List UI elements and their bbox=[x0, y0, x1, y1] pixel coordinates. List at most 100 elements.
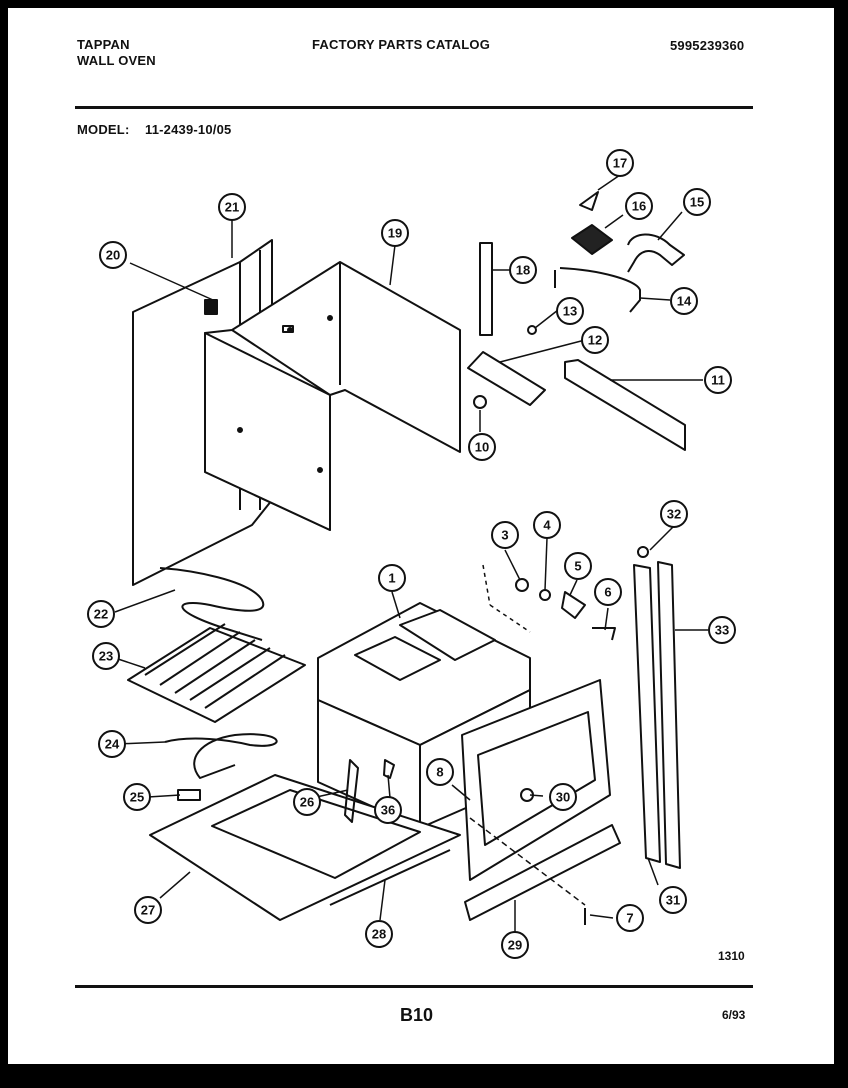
callout-number: 4 bbox=[543, 518, 551, 533]
gas-supply-tube bbox=[554, 267, 641, 313]
callout-11: 11 bbox=[704, 366, 732, 394]
callout-8: 8 bbox=[426, 758, 454, 786]
callout-circle bbox=[616, 904, 644, 932]
callout-circle bbox=[533, 511, 561, 539]
callout-circle bbox=[218, 193, 246, 221]
callout-number: 33 bbox=[715, 623, 729, 638]
callout-number: 22 bbox=[94, 607, 108, 622]
screw bbox=[527, 325, 537, 335]
callout-number: 3 bbox=[501, 528, 508, 543]
callout-number: 5 bbox=[574, 559, 581, 574]
callout-19: 19 bbox=[381, 219, 409, 247]
callout-circle bbox=[659, 886, 687, 914]
callout-number: 11 bbox=[711, 373, 725, 388]
callout-32: 32 bbox=[660, 500, 688, 528]
inner-liner-box bbox=[204, 261, 461, 531]
callout-number: 12 bbox=[588, 333, 602, 348]
callout-number: 23 bbox=[99, 649, 113, 664]
elbow-tube bbox=[627, 233, 685, 273]
callout-14: 14 bbox=[670, 287, 698, 315]
callout-13: 13 bbox=[556, 297, 584, 325]
callout-number: 28 bbox=[372, 927, 386, 942]
callout-1: 1 bbox=[378, 564, 406, 592]
catalog-number: 5995239360 bbox=[670, 38, 745, 53]
callout-circle bbox=[98, 730, 126, 758]
callout-25: 25 bbox=[123, 783, 151, 811]
model-number: 11-2439-10/05 bbox=[145, 122, 232, 137]
side-trim-right bbox=[657, 561, 681, 869]
callout-circle bbox=[708, 616, 736, 644]
callout-36: 36 bbox=[374, 796, 402, 824]
callout-circle bbox=[625, 192, 653, 220]
issue-date: 6/93 bbox=[722, 1008, 746, 1022]
callout-number: 6 bbox=[604, 585, 611, 600]
callout-number: 27 bbox=[141, 903, 155, 918]
callout-circle bbox=[556, 297, 584, 325]
callout-number: 16 bbox=[632, 199, 646, 214]
thermostat-5 bbox=[561, 591, 586, 619]
hinge-bracket bbox=[344, 759, 359, 823]
callout-circle bbox=[134, 896, 162, 924]
callout-6: 6 bbox=[594, 578, 622, 606]
callout-31: 31 bbox=[659, 886, 687, 914]
callout-number: 19 bbox=[388, 226, 402, 241]
callout-number: 14 bbox=[677, 294, 692, 309]
broil-element bbox=[159, 567, 265, 641]
callout-circle bbox=[99, 241, 127, 269]
callout-21: 21 bbox=[218, 193, 246, 221]
callout-number: 29 bbox=[508, 938, 522, 953]
burner-screen bbox=[571, 224, 613, 255]
burner-assembly bbox=[467, 351, 546, 406]
callout-16: 16 bbox=[625, 192, 653, 220]
model-label: MODEL: bbox=[77, 122, 130, 137]
product-name: WALL OVEN bbox=[77, 53, 156, 68]
callout-circle bbox=[491, 521, 519, 549]
callout-23: 23 bbox=[92, 642, 120, 670]
callout-10: 10 bbox=[468, 433, 496, 461]
callout-circle bbox=[365, 920, 393, 948]
callout-circle bbox=[549, 783, 577, 811]
callout-number: 18 bbox=[516, 263, 530, 278]
header-rule bbox=[75, 106, 753, 109]
side-trim-left bbox=[633, 564, 661, 863]
bracket-6 bbox=[592, 627, 616, 641]
orifice-nut bbox=[473, 395, 487, 409]
callout-circle bbox=[123, 783, 151, 811]
figure-code: 1310 bbox=[718, 949, 745, 963]
callout-30: 30 bbox=[549, 783, 577, 811]
callout-5: 5 bbox=[564, 552, 592, 580]
spring-clip bbox=[579, 191, 599, 211]
callout-26: 26 bbox=[293, 788, 321, 816]
callout-circle bbox=[468, 433, 496, 461]
callout-circle bbox=[683, 188, 711, 216]
callout-circle bbox=[581, 326, 609, 354]
page-number: B10 bbox=[400, 1005, 434, 1025]
callout-circle bbox=[670, 287, 698, 315]
callout-circle bbox=[92, 642, 120, 670]
callout-number: 36 bbox=[381, 803, 395, 818]
callout-number: 7 bbox=[626, 911, 633, 926]
callout-18: 18 bbox=[509, 256, 537, 284]
callout-17: 17 bbox=[606, 149, 634, 177]
callout-29: 29 bbox=[501, 931, 529, 959]
callout-circle bbox=[381, 219, 409, 247]
callout-28: 28 bbox=[365, 920, 393, 948]
clip-32 bbox=[637, 546, 649, 558]
callout-number: 8 bbox=[436, 765, 443, 780]
callout-number: 26 bbox=[300, 795, 314, 810]
vent-tube bbox=[479, 242, 493, 336]
callout-circle bbox=[660, 500, 688, 528]
callout-circle bbox=[606, 149, 634, 177]
callout-27: 27 bbox=[134, 896, 162, 924]
brand-name: TAPPAN bbox=[77, 37, 130, 52]
part-4 bbox=[539, 589, 551, 601]
callout-number: 30 bbox=[556, 790, 570, 805]
oven-rack bbox=[127, 623, 306, 723]
callout-number: 24 bbox=[105, 737, 120, 752]
callout-20: 20 bbox=[99, 241, 127, 269]
door-frame bbox=[461, 679, 611, 881]
callout-number: 17 bbox=[613, 156, 627, 171]
callout-4: 4 bbox=[533, 511, 561, 539]
